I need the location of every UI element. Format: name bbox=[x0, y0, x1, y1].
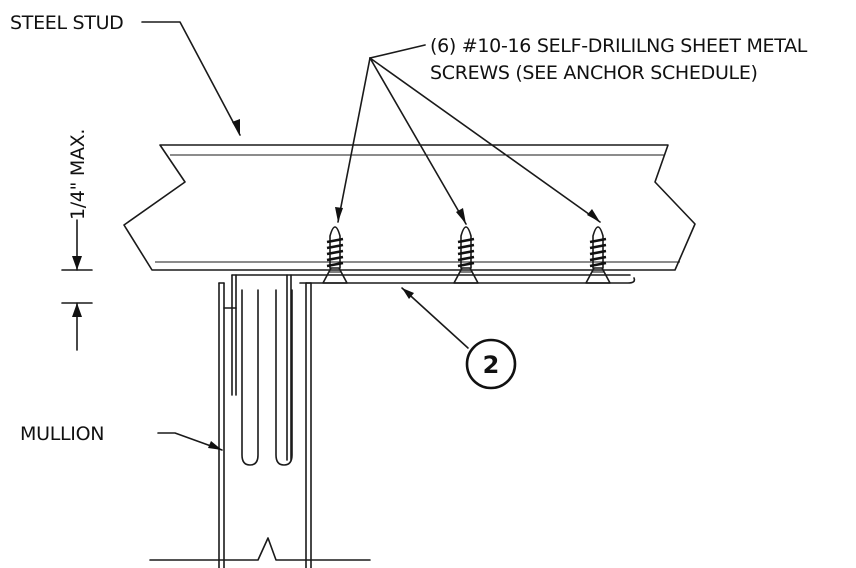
gap-dimension: 1/4" MAX. bbox=[61, 129, 93, 351]
screw-group bbox=[322, 226, 611, 284]
steel-stud-leader bbox=[141, 21, 241, 136]
screw bbox=[453, 226, 479, 284]
steel-stud-label: STEEL STUD bbox=[10, 12, 124, 34]
gap-dimension-label: 1/4" MAX. bbox=[67, 129, 89, 220]
mullion-leader bbox=[157, 432, 223, 451]
screw bbox=[322, 226, 348, 284]
screws-label-line1: (6) #10-16 SELF-DRILILNG SHEET METAL bbox=[430, 35, 808, 57]
mullion bbox=[149, 282, 371, 568]
detail-tag: 2 bbox=[465, 338, 517, 390]
steel-stud bbox=[123, 144, 696, 271]
mullion-label: MULLION bbox=[20, 423, 104, 445]
anchor-clip bbox=[231, 274, 636, 461]
screws-leader bbox=[335, 44, 601, 225]
screw bbox=[585, 226, 611, 284]
clip-leader bbox=[401, 287, 469, 349]
detail-tag-number: 2 bbox=[483, 351, 500, 379]
screws-label-line2: SCREWS (SEE ANCHOR SCHEDULE) bbox=[430, 62, 758, 84]
